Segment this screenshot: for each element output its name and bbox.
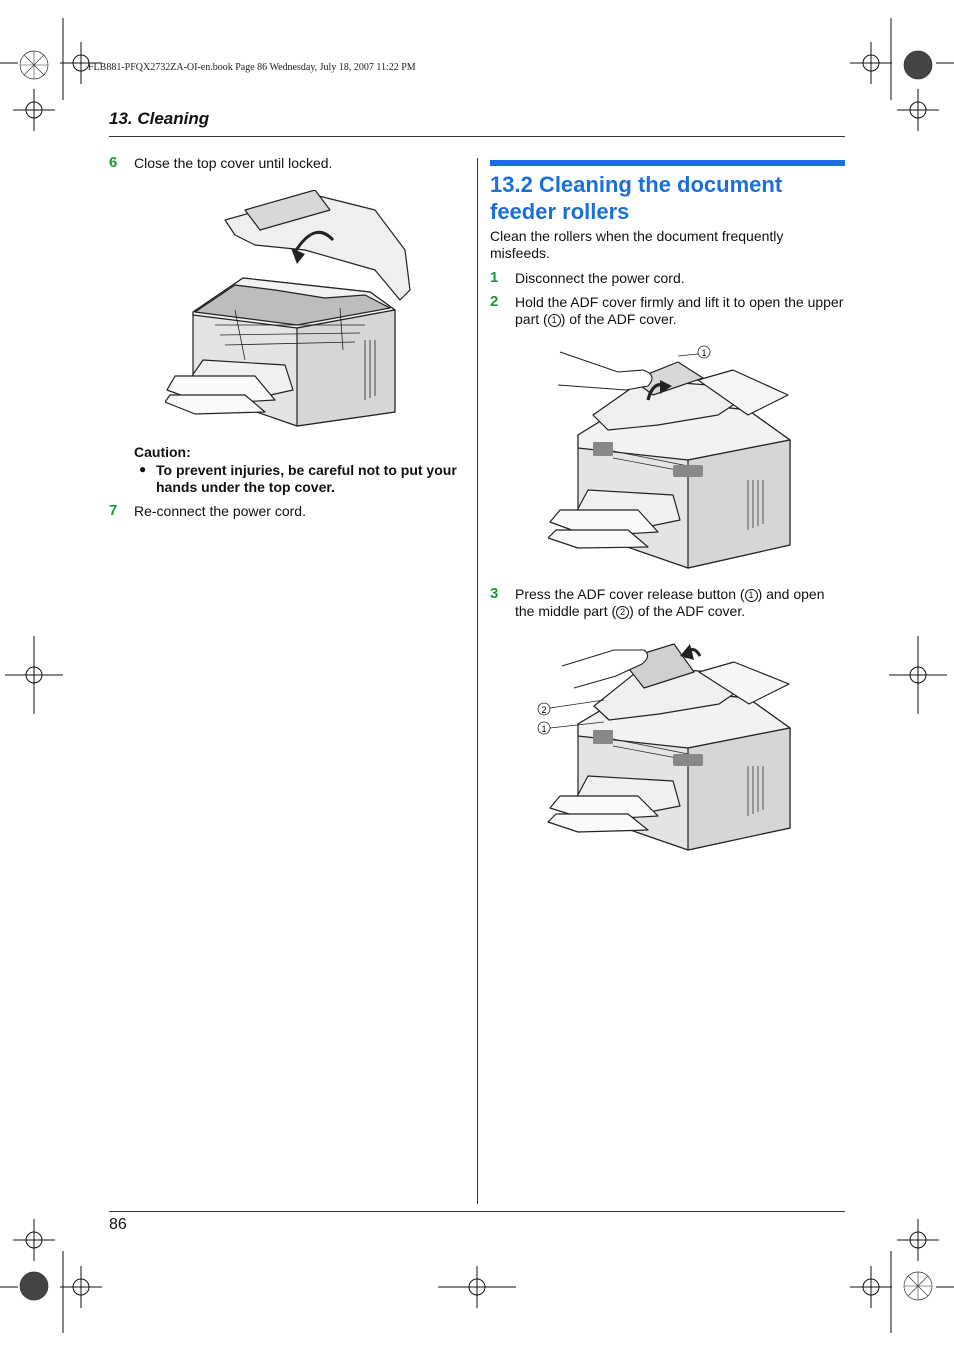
file-header: FLB881-PFQX2732ZA-OI-en.book Page 86 Wed…	[88, 62, 416, 73]
column-divider	[477, 158, 478, 1204]
step-number: 1	[490, 269, 499, 286]
callout-marker: 1	[547, 314, 561, 327]
step-text: Close the top cover until locked.	[134, 155, 333, 171]
step-6: 6 Close the top cover until locked.	[109, 154, 469, 172]
adf-upper-cover-illustration: 1	[548, 345, 791, 569]
step-number: 6	[109, 154, 118, 171]
section-title: 13. Cleaning	[109, 109, 210, 128]
caution-text: To prevent injuries, be careful not to p…	[156, 462, 457, 495]
step-3: 3 Press the ADF cover release button (1)…	[490, 585, 845, 619]
section-heading: 13.2 Cleaning the document feeder roller…	[490, 172, 783, 224]
callout-label: 1	[541, 724, 546, 734]
step-text-part: Press the ADF cover release button (	[515, 586, 745, 602]
step-text-part: Hold the ADF cover firmly and lift it to…	[515, 294, 844, 327]
step-number: 7	[109, 502, 118, 519]
page-number: 86	[109, 1216, 127, 1233]
step-7: 7 Re-connect the power cord.	[109, 502, 469, 520]
step-number: 2	[490, 293, 499, 310]
callout-label: 2	[541, 705, 546, 715]
footer-rule	[109, 1211, 845, 1212]
step-text: Disconnect the power cord.	[515, 270, 685, 286]
bullet-dot: ●	[139, 462, 147, 476]
callout-marker: 1	[744, 589, 758, 602]
caution-title: Caution:	[134, 444, 191, 460]
step-text-part: ) of the ADF cover.	[560, 311, 677, 327]
callout-marker: 2	[616, 606, 630, 619]
step-1: 1 Disconnect the power cord.	[490, 269, 845, 287]
step-text-part: ) of the ADF cover.	[629, 603, 746, 619]
heading-bar	[490, 160, 845, 166]
callout-label: 1	[701, 348, 706, 358]
printer-top-cover-illustration	[165, 190, 411, 427]
step-text: Re-connect the power cord.	[134, 503, 306, 519]
header-rule	[109, 136, 845, 137]
intro-text: Clean the rollers when the document freq…	[490, 228, 784, 261]
step-text: Press the ADF cover release button (1) a…	[515, 586, 845, 620]
step-text: Hold the ADF cover firmly and lift it to…	[515, 294, 845, 328]
step-text-part: ) and open the middle part (	[515, 586, 825, 619]
step-2: 2 Hold the ADF cover firmly and lift it …	[490, 293, 845, 327]
adf-middle-cover-illustration: 2 1	[537, 643, 791, 851]
step-number: 3	[490, 585, 499, 602]
